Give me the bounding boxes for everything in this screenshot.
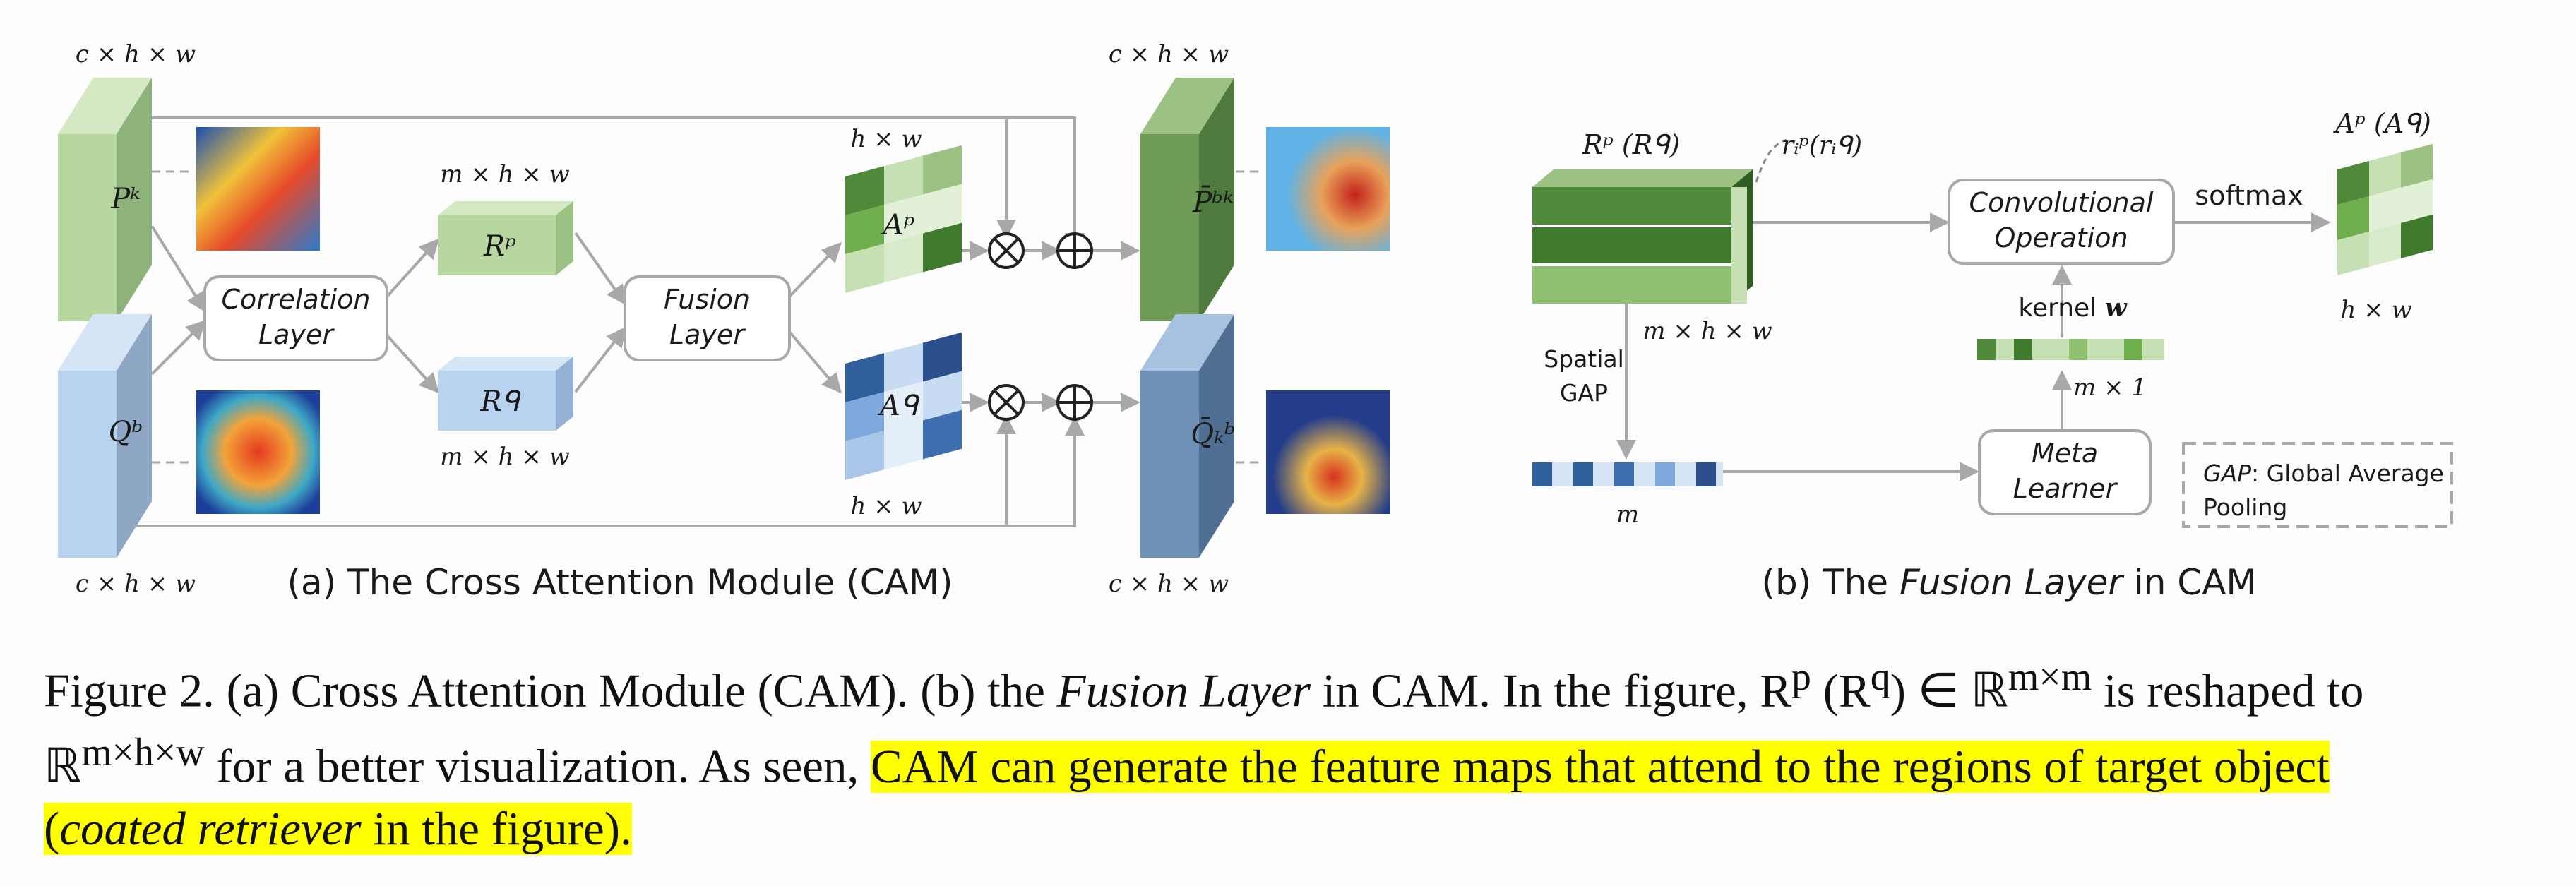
qkb-label: Q̄ₖᵇ (1191, 417, 1235, 450)
conv-operation-line1: Convolutional (1969, 187, 2154, 218)
pbk-label: P̄ᵇᵏ (1192, 186, 1234, 219)
r-tensor-label: Rᵖ (Rᑫ) (1582, 129, 1680, 160)
a-output-label: Aᵖ (Aᑫ) (2333, 108, 2431, 139)
meta-learner-line1: Meta (2032, 438, 2098, 469)
caption-part5: is reshaped to ℝ (44, 664, 2364, 793)
correlation-layer-line2: Layer (258, 319, 335, 350)
caption-highlight-2: in the figure). (361, 802, 632, 855)
figure-caption: Figure 2. (a) Cross Attention Module (CA… (44, 646, 2459, 860)
r-tensor-dim: m × h × w (1642, 317, 1772, 345)
caption-part1: Figure 2. (a) Cross Attention Module (CA… (44, 664, 1057, 717)
heatmap-query-image (196, 390, 320, 514)
heatmap-query-output (1266, 390, 1390, 514)
panel-b-title: (b) The Fusion Layer in CAM (1761, 562, 2256, 603)
correlation-layer-box (203, 275, 388, 361)
gap-note-line1: GAP: Global Average (2203, 460, 2444, 487)
fusion-layer-box (624, 275, 791, 361)
multiply-operator-top (988, 232, 1025, 269)
caption-sup-mm: m×m (2008, 655, 2092, 699)
meta-learner-line2: Learner (2013, 473, 2118, 504)
dim-bottom-right: c × h × w (1109, 570, 1229, 598)
heatmap-support-output (1266, 127, 1390, 251)
panel-a-title: (a) The Cross Attention Module (CAM) (287, 562, 953, 603)
dim-bottom-left: c × h × w (76, 570, 196, 598)
rq-block (438, 357, 573, 431)
a-output-dim: h × w (2340, 296, 2411, 324)
ap-dim: h × w (850, 125, 922, 153)
gap-note-box (2182, 442, 2453, 528)
ap-label: Aᵖ (881, 209, 915, 241)
softmax-label: softmax (2195, 180, 2303, 211)
rp-block (438, 201, 573, 275)
qkb-output-slab (1140, 314, 1234, 558)
figure-diagram: c × h × w c × h × w Pᵏ Qᵇ Correlation La… (58, 40, 2453, 603)
spatial-gap-line2: GAP (1560, 379, 1608, 407)
ri-label: rᵢᵖ(rᵢᑫ) (1782, 131, 1862, 160)
kernel-vector (1977, 339, 2164, 360)
gap-note-line2: Pooling (2203, 493, 2287, 521)
conv-operation-box (1948, 179, 2175, 265)
kernel-dim: m × 1 (2073, 373, 2147, 402)
rq-dim: m × h × w (440, 443, 569, 471)
caption-sup-q: q (1870, 655, 1890, 699)
heatmap-support-image (196, 127, 320, 251)
kernel-label: kernel w (2018, 293, 2128, 323)
fusion-layer-line2: Layer (669, 319, 746, 350)
panel-a-connectors (120, 116, 1140, 527)
add-operator-top (1056, 232, 1093, 269)
a-output-grid (2337, 143, 2433, 275)
qb-label: Qᵇ (109, 416, 143, 448)
meta-learner-box (1978, 429, 2152, 515)
pk-label: Pᵏ (110, 183, 141, 215)
rp-dim: m × h × w (440, 160, 569, 188)
ri-pointer (1755, 138, 1787, 183)
caption-part3: (R (1811, 664, 1871, 717)
caption-sup-p: p (1791, 655, 1811, 699)
rq-label: Rᑫ (479, 385, 521, 418)
caption-part2: in CAM. In the figure, R (1310, 664, 1792, 717)
pbk-output-slab (1140, 78, 1234, 321)
pk-feature-slab (58, 78, 152, 321)
spatial-gap-line1: Spatial (1544, 345, 1624, 373)
caption-sup-mhw: m×h×w (81, 731, 205, 775)
multiply-operator-bottom (988, 384, 1025, 421)
r-stacked-tensor (1532, 169, 1753, 304)
m-vector (1532, 462, 1723, 486)
rp-label: Rᵖ (483, 230, 516, 263)
aq-dim: h × w (850, 492, 922, 520)
panel-b-connectors (1616, 212, 2331, 481)
qb-feature-slab (58, 314, 152, 558)
conv-operation-line2: Operation (1994, 222, 2128, 253)
caption-fusion-ital: Fusion Layer (1056, 664, 1311, 717)
m-label: m (1616, 501, 1639, 529)
dim-top-right: c × h × w (1109, 40, 1229, 68)
fusion-layer-line1: Fusion (664, 284, 750, 315)
caption-part6: for a better visualization. As seen, (204, 740, 871, 793)
aq-label: Aᑫ (877, 390, 920, 422)
ap-attention-grid (845, 145, 962, 293)
correlation-layer-line1: Correlation (221, 284, 370, 315)
caption-highlight-ital: coated retriever (59, 802, 362, 855)
dim-top-left: c × h × w (76, 40, 196, 68)
aq-attention-grid (845, 332, 962, 480)
add-operator-bottom (1056, 384, 1093, 421)
caption-part4: ) ∈ ℝ (1890, 664, 2008, 717)
